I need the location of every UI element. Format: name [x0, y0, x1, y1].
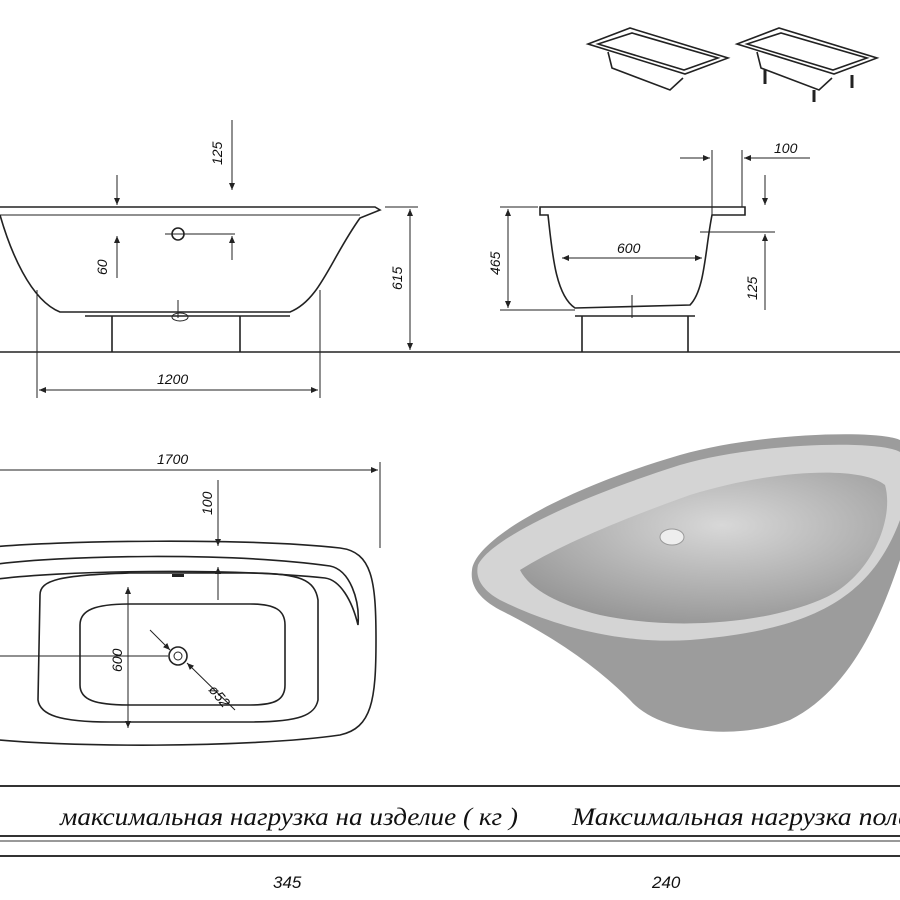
table-header-product-load: максимальная нагрузка на изделие ( кг )	[59, 804, 518, 831]
thumbnail-bathtub-with-legs	[734, 27, 880, 102]
thumbnail-bathtub-without-legs	[585, 27, 731, 91]
dim-600-plan: 600	[109, 648, 125, 672]
table-value-product-load: 345	[273, 873, 302, 892]
dim-125-side: 125	[744, 276, 760, 300]
plan-view: ø52 1700 100 600	[0, 451, 381, 746]
dim-125-front: 125	[209, 141, 225, 165]
dim-600-side: 600	[617, 240, 641, 256]
side-view: 465 600 100 125	[487, 140, 810, 352]
dim-465: 465	[487, 251, 503, 275]
dim-100-plan: 100	[199, 491, 215, 515]
load-table: максимальная нагрузка на изделие ( кг ) …	[0, 785, 900, 892]
dim-1200: 1200	[157, 371, 188, 387]
front-view: 125 60 615 1200	[0, 120, 418, 398]
dim-1700: 1700	[157, 451, 188, 467]
dim-60: 60	[94, 259, 110, 275]
bathtub-3d-render	[471, 434, 900, 732]
dim-100-side: 100	[774, 140, 798, 156]
table-value-floor-load: 240	[651, 873, 681, 892]
dim-615: 615	[389, 266, 405, 290]
drain-icon	[168, 646, 188, 666]
table-header-floor-load: Максимальная нагрузка пола	[571, 804, 900, 831]
